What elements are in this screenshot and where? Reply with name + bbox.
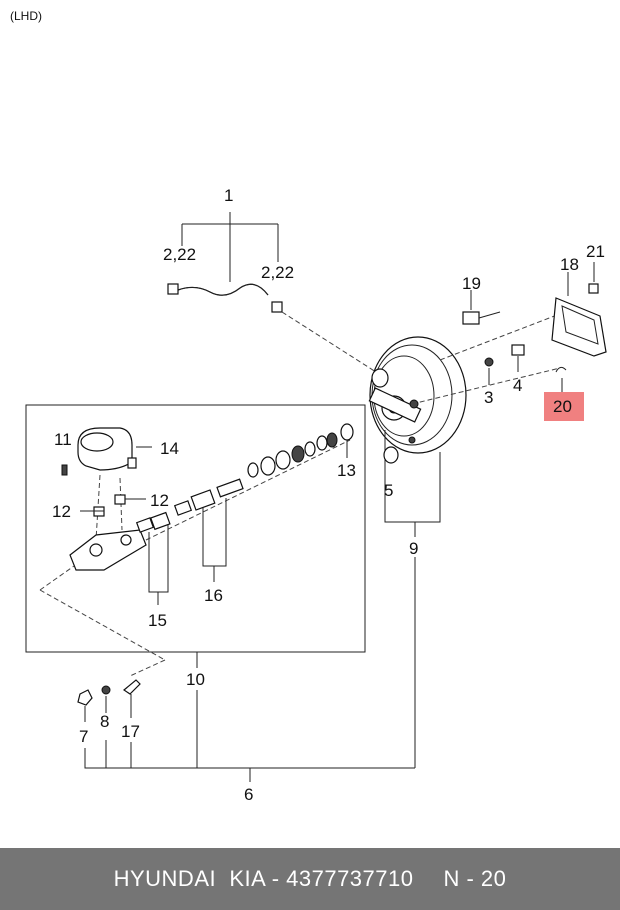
- master-cylinder: [39, 427, 351, 677]
- callout-18: 18: [560, 255, 579, 274]
- callout-4: 4: [513, 376, 522, 395]
- callout-8: 8: [100, 712, 109, 731]
- callout-12-left: 12: [52, 502, 71, 521]
- callout-10: 10: [186, 670, 205, 689]
- callout-1: 1: [224, 186, 233, 205]
- callout-7: 7: [79, 727, 88, 746]
- lhd-label: (LHD): [10, 9, 42, 23]
- callout-3: 3: [484, 388, 493, 407]
- callout-11: 11: [54, 430, 72, 449]
- callout-17: 17: [121, 722, 140, 741]
- piston-parts: [135, 423, 354, 533]
- callout-9: 9: [409, 539, 418, 558]
- part-20-highlight: [544, 392, 584, 421]
- vacuum-hose: [167, 212, 377, 373]
- callout-16: 16: [204, 586, 223, 605]
- callout-19: 19: [462, 274, 481, 293]
- mounting-hardware: [462, 262, 607, 392]
- footer-bar: HYUNDAI KIA - 4377737710 N - 20: [0, 848, 620, 910]
- callout-21: 21: [586, 242, 605, 261]
- callout-14: 14: [160, 439, 179, 458]
- master-cylinder-box: [25, 404, 366, 653]
- parts-diagram: (LHD): [10, 9, 607, 804]
- callout-20: 20: [553, 397, 572, 416]
- callout-15: 15: [148, 611, 167, 630]
- callout-6: 6: [244, 785, 253, 804]
- callout-2-22-left: 2,22: [163, 245, 196, 264]
- brake-booster: [368, 336, 467, 768]
- lower-hardware: [77, 652, 415, 782]
- callout-5: 5: [384, 481, 393, 500]
- callout-13: 13: [337, 461, 356, 480]
- callout-12-right: 12: [150, 491, 169, 510]
- footer-brand: HYUNDAI KIA - 4377737710: [113, 866, 414, 891]
- footer-page: N - 20: [443, 866, 507, 891]
- callout-2-22-right: 2,22: [261, 263, 294, 282]
